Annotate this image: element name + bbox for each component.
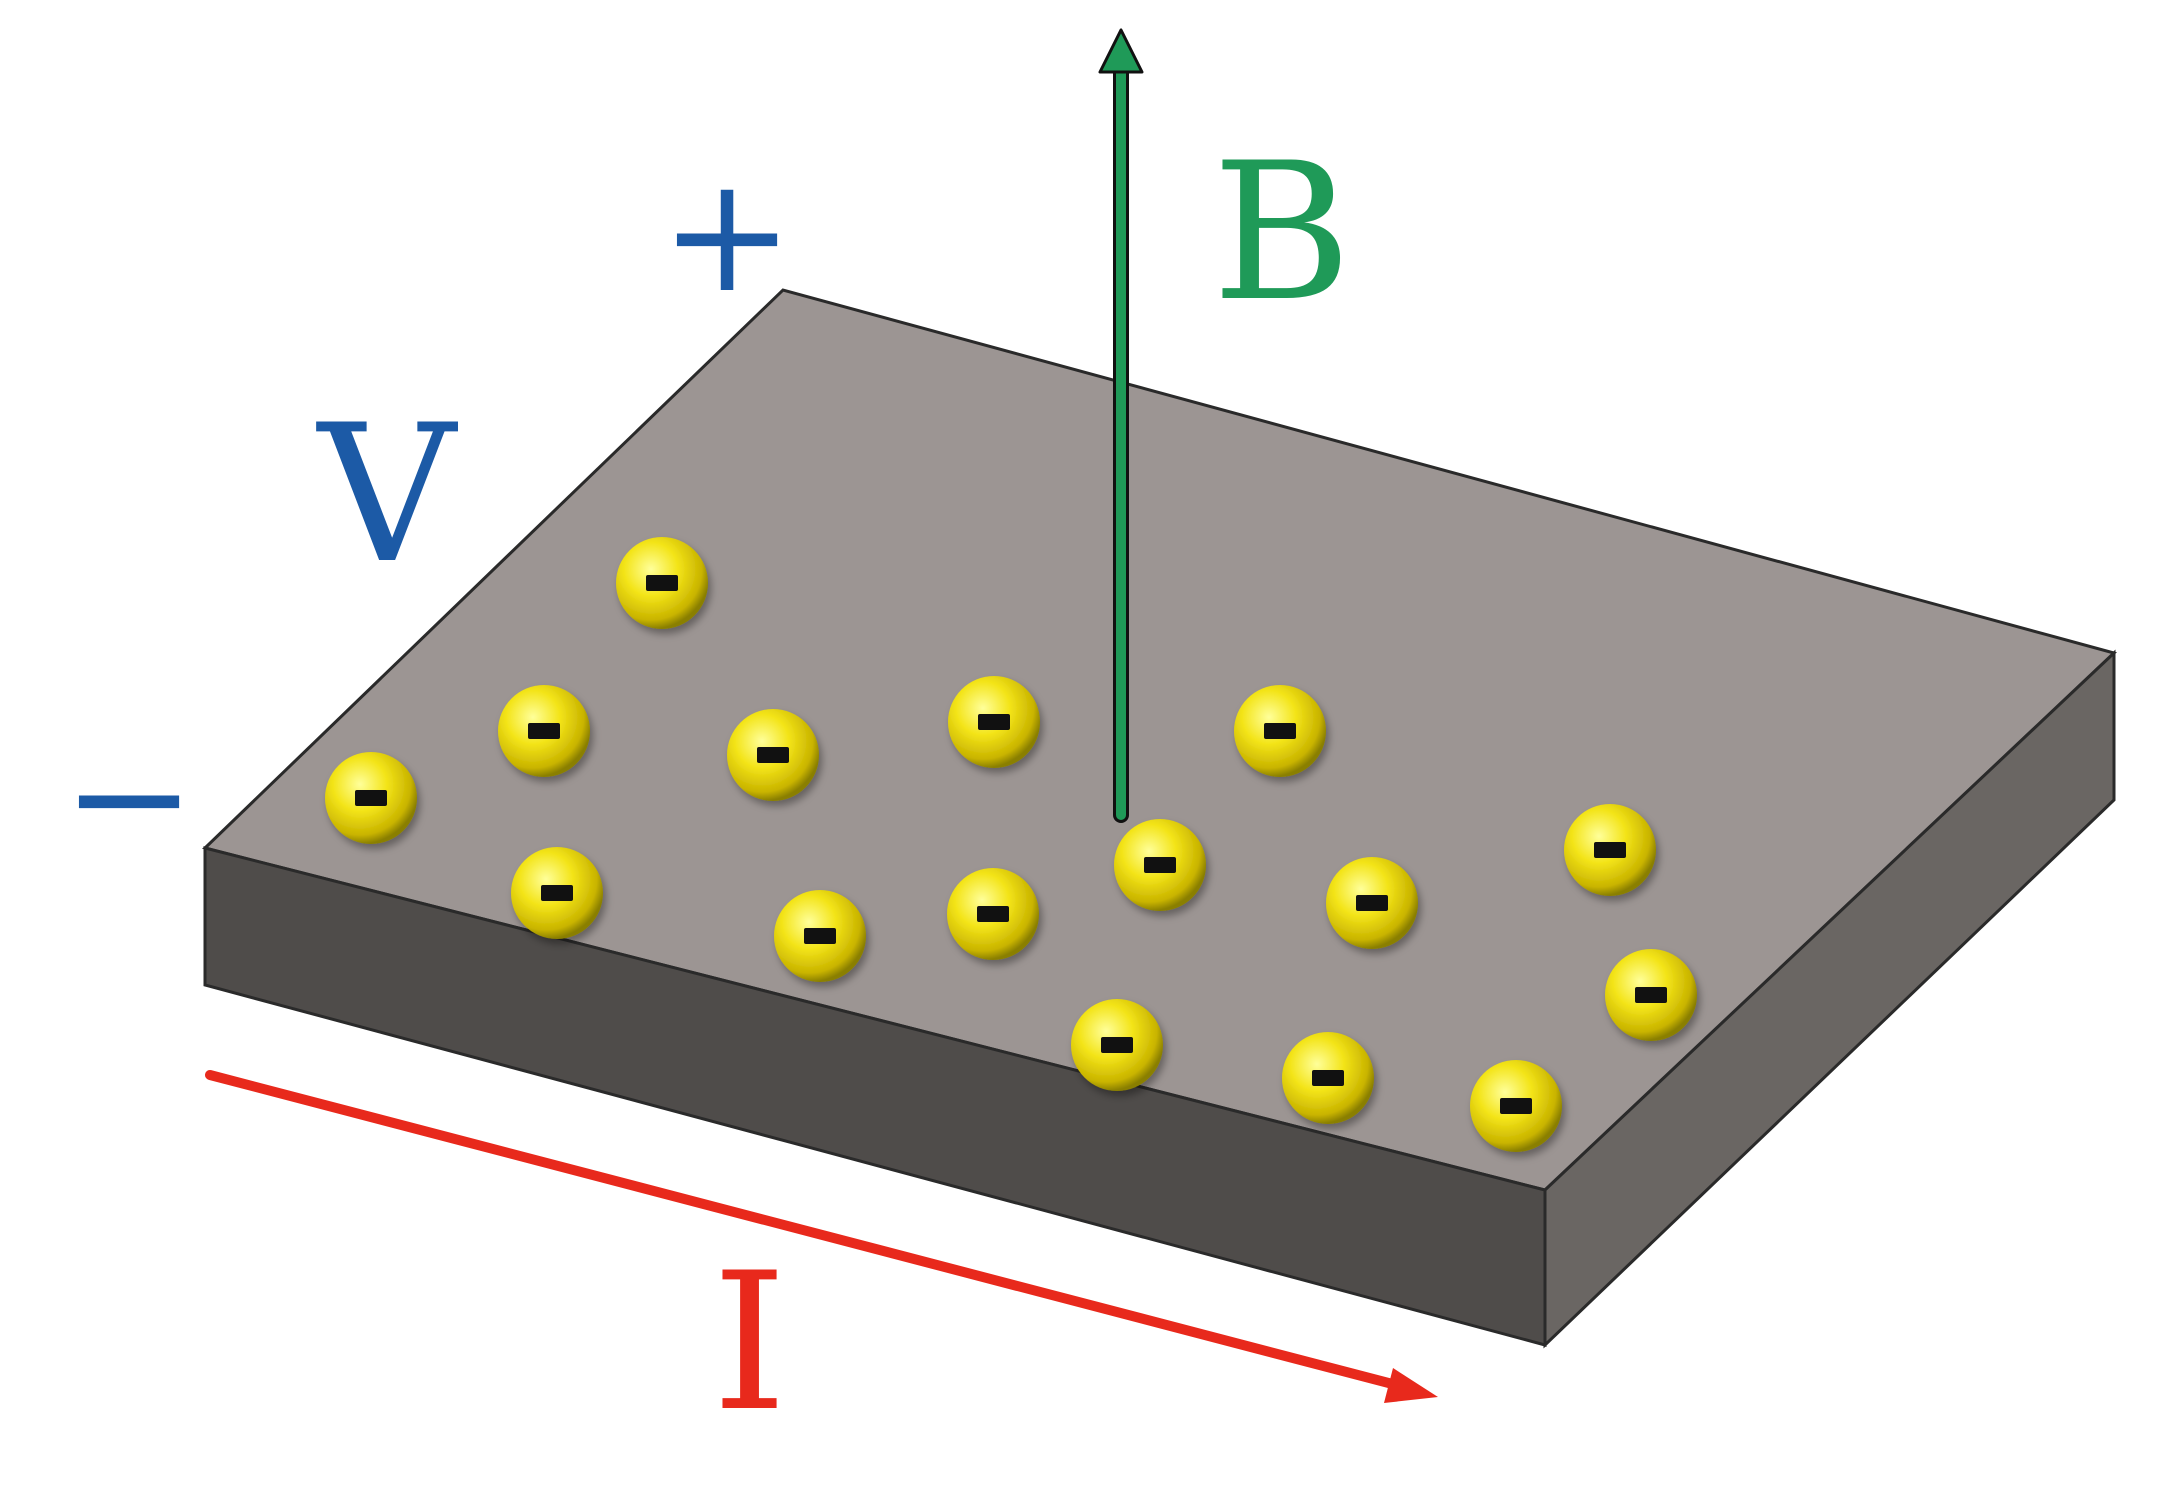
electron — [1470, 1060, 1562, 1152]
electron — [1326, 857, 1418, 949]
electron — [498, 685, 590, 777]
current-label: I — [712, 1232, 787, 1453]
electron: - — [616, 537, 708, 629]
electron-group: - — [325, 537, 1697, 1152]
voltage-label: V — [316, 384, 458, 605]
electron — [948, 676, 1040, 768]
electron — [1114, 819, 1206, 911]
negative-terminal-label: − — [62, 703, 196, 890]
magnetic-field-label: B — [1212, 122, 1352, 343]
electron — [947, 868, 1039, 960]
electron — [325, 752, 417, 844]
electron — [1564, 804, 1656, 896]
electron — [774, 890, 866, 982]
conductor-slab — [202, 288, 2117, 1349]
electron — [727, 709, 819, 801]
current-arrow — [205, 1070, 1438, 1403]
electron — [511, 847, 603, 939]
electron — [1282, 1032, 1374, 1124]
positive-terminal-label: + — [660, 141, 794, 328]
electron — [1605, 949, 1697, 1041]
electron — [1234, 685, 1326, 777]
electron — [1071, 999, 1163, 1091]
slab-side-face — [1543, 649, 2116, 1349]
magnetic-field-arrow — [1098, 28, 1144, 823]
